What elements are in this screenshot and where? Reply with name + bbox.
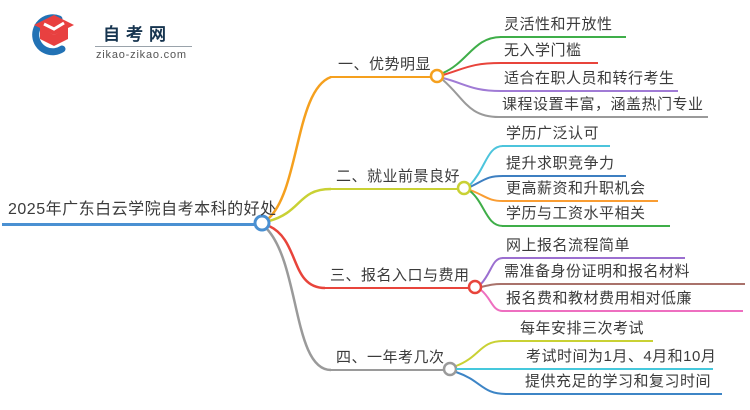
site-logo-icon [32,14,74,56]
curve-root-branch-2 [268,187,332,223]
curve-b1-leaf-3 [442,77,502,92]
curve-b3-leaf-3 [480,289,504,312]
branch-1-leaf-3: 适合在职人员和转行考生 [500,68,678,92]
curve-b2-leaf-4 [469,190,504,227]
branch-1-circle [429,68,445,84]
branch-3-title: 三、报名入口与费用 [324,265,470,289]
branch-2-title: 二、就业前景良好 [330,166,460,190]
branch-3-circle [467,279,483,295]
curve-b3-leaf-2 [480,283,502,288]
curve-b3-leaf-1 [480,257,504,285]
branch-2-leaf-4: 学历与工资水平相关 [502,203,670,227]
curve-b1-leaf-4 [442,79,500,118]
curve-b2-leaf-1 [469,145,504,186]
branch-3-leaf-curves [480,257,504,312]
branch-2-leaf-curves [469,145,504,227]
branch-2-leaf-3: 更高薪资和升职机会 [502,178,658,202]
root-node: 2025年广东白云学院自考本科的好处 [2,199,276,226]
curve-root-branch-1 [267,75,332,220]
branch-4-leaf-2: 考试时间为1月、4月和10月 [456,346,716,370]
branch-1-leaf-2: 无入学门槛 [500,40,598,64]
curve-b1-leaf-2 [442,62,502,76]
curve-root-branch-3 [268,224,326,290]
branch-2-leaf-2: 提升求职竞争力 [502,153,626,177]
branch-2-leaf-1: 学历广泛认可 [502,123,610,147]
logo-cap-body [40,27,68,46]
root-node-circle [253,214,271,232]
logo-cap-chevron [43,21,65,31]
curve-b1-leaf-1 [442,36,502,74]
curve-b2-leaf-2 [469,175,504,188]
curve-b4-leaf-1 [455,340,504,367]
site-name: 自考网 [103,25,172,44]
branch-2-circle [456,180,472,196]
branch-3-leaf-1: 网上报名流程简单 [502,235,685,259]
branch-4-circle [442,361,458,377]
curve-root-branch-4 [266,228,332,372]
logo-divider [95,46,192,47]
branch-1-leaf-4: 课程设置丰富，涵盖热门专业 [498,94,708,118]
curve-b2-leaf-3 [469,189,504,202]
branch-4-title: 四、一年考几次 [330,347,444,371]
branch-1-title: 一、优势明显 [330,54,431,78]
root-branch-curves [266,75,332,372]
branch-4-leaf-3: 提供充足的学习和复习时间 [505,371,722,395]
curve-b4-leaf-3 [455,371,507,395]
branch-3-leaf-3: 报名费和教材费用相对低廉 [502,288,743,312]
branch-3-leaf-2: 需准备身份证明和报名材料 [500,261,745,285]
node-circles [253,68,483,377]
branch-1-leaf-1: 灵活性和开放性 [500,14,626,38]
branch-4-leaf-1: 每年安排三次考试 [502,318,653,342]
branch-1-leaf-curves [442,36,502,118]
site-url: zikao-zikao.com [96,49,187,61]
